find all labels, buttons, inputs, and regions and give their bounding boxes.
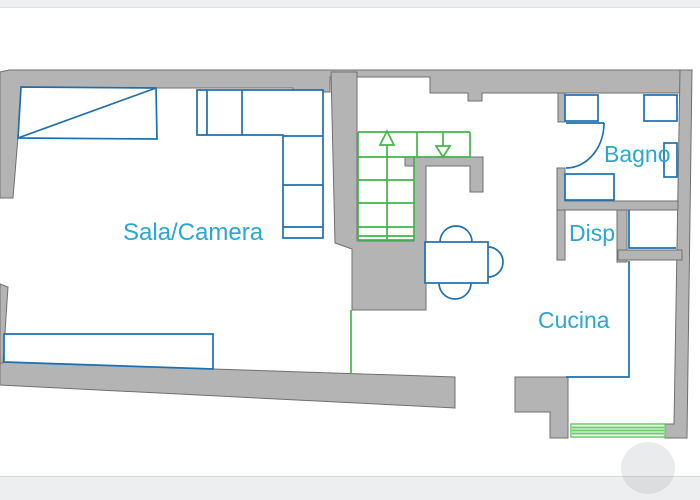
up-arrow-icon <box>378 129 396 146</box>
wall-central-stairs <box>330 71 484 311</box>
wall-bagno-left-stub <box>557 92 566 123</box>
bagno-sink <box>564 94 599 122</box>
corner-sofa <box>196 89 324 239</box>
photo-shadow <box>621 442 675 494</box>
room-label-cucina: Cucina <box>538 307 610 333</box>
dining-table <box>424 241 489 284</box>
page-top-band <box>0 0 700 8</box>
walls <box>0 69 693 439</box>
down-arrow-icon <box>434 145 452 159</box>
staircase <box>357 129 471 241</box>
bagno-door-arc <box>565 122 605 169</box>
wall-disp-right <box>616 209 628 263</box>
corner-fixture <box>628 210 676 249</box>
cucina-window <box>570 423 666 438</box>
furniture <box>3 86 678 378</box>
room-labels: Sala/Camera Bagno Disp Cucina <box>123 141 671 333</box>
room-label-disp: Disp <box>569 220 615 246</box>
wall-cucina-top <box>617 249 683 261</box>
kitchen-counter <box>566 261 630 378</box>
wall-disp-left <box>556 209 566 261</box>
bagno-toilet <box>564 173 615 201</box>
bagno-shower <box>643 94 678 122</box>
page-bottom-band <box>0 476 700 500</box>
wall-cucina-bottom-left <box>514 376 569 439</box>
wall-bottom-perimeter <box>0 361 456 409</box>
bagno-radiator <box>663 142 678 178</box>
room-label-bagno: Bagno <box>604 141 671 167</box>
bottom-sofa <box>3 333 214 370</box>
wall-left-lower-sliver <box>0 283 9 364</box>
room-label-sala: Sala/Camera <box>123 219 264 246</box>
wardrobe-diagonal <box>17 87 157 139</box>
